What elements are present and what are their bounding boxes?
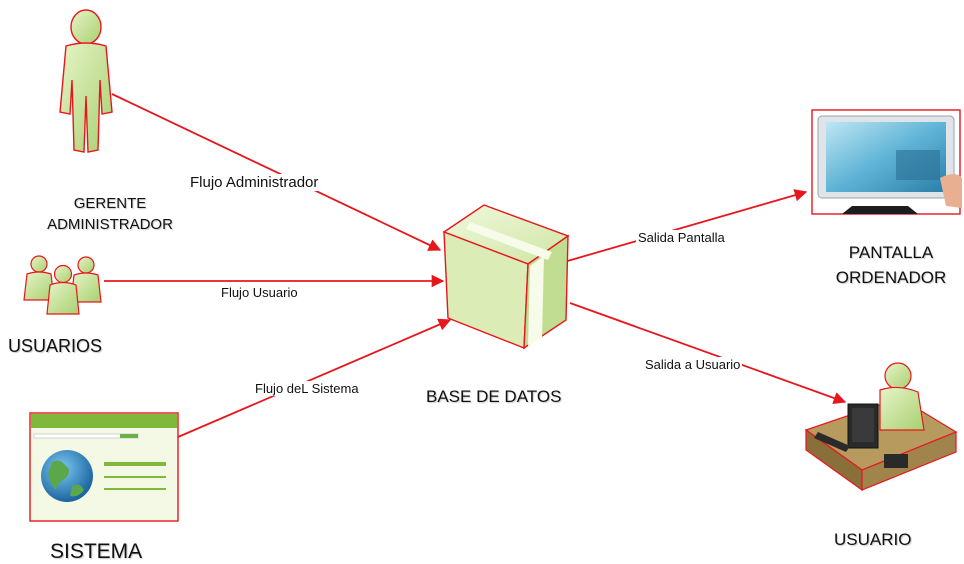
users-label: USUARIOS [8, 336, 103, 356]
manager-label-line1: GERENTE [73, 195, 147, 212]
edge-label-admin-flow: Flujo Administrador [188, 174, 321, 191]
arrow-screen-output [563, 189, 808, 263]
screen-label-line2: ORDENADOR [835, 268, 947, 287]
manager-label: GERENTE ADMINISTRADOR [30, 193, 190, 235]
arrow-user-output [569, 302, 847, 405]
person-icon [59, 9, 113, 153]
box-icon [442, 204, 570, 350]
edge-label-screen-output: Salida Pantalla [636, 230, 727, 245]
workstation-icon [804, 362, 958, 492]
edge-label-system-flow: Flujo deL Sistema [253, 381, 361, 396]
system-label: SISTEMA [50, 540, 143, 563]
screen-label-line1: PANTALLA [848, 243, 934, 262]
edge-label-user-flow: Flujo Usuario [219, 285, 300, 300]
edge-label-user-output: Salida a Usuario [643, 357, 743, 372]
screen-label: PANTALLA ORDENADOR [826, 240, 956, 290]
group-icon [23, 255, 102, 315]
arrow-admin-flow [111, 93, 442, 251]
user-label: USUARIO [834, 530, 912, 549]
web-window-icon [29, 412, 179, 522]
arrow-system-flow [177, 318, 452, 438]
monitor-icon [811, 109, 962, 215]
manager-label-line2: ADMINISTRADOR [47, 216, 173, 233]
database-label: BASE DE DATOS [426, 387, 562, 406]
